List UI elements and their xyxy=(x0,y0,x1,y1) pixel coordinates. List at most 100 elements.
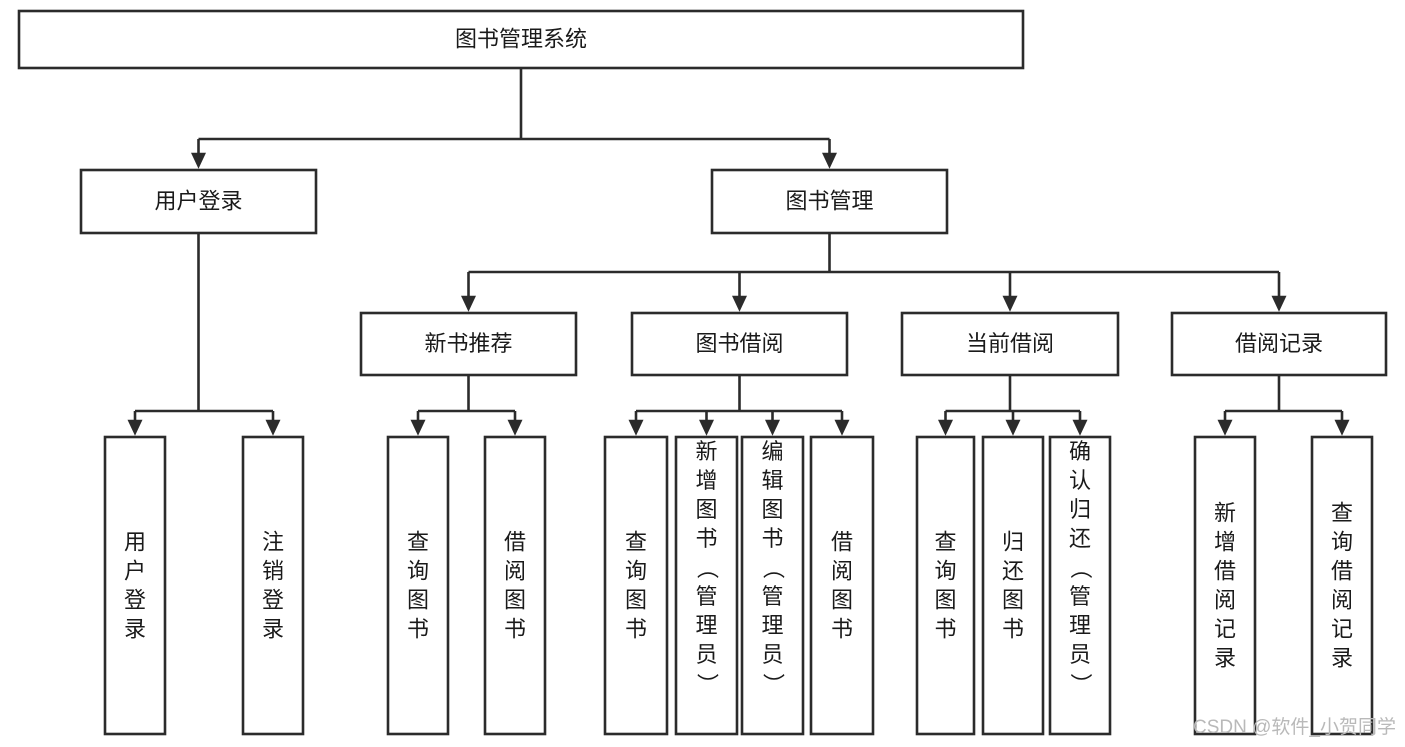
node-label-char: 销 xyxy=(262,559,284,584)
node-label-char: 阅 xyxy=(1331,588,1353,613)
node-label-char: 归 xyxy=(1002,530,1024,555)
node-label-char: 理 xyxy=(761,613,783,638)
node-label-char: 图 xyxy=(934,588,956,613)
node-label-char: 查 xyxy=(625,530,647,555)
node-label-char: 录 xyxy=(124,617,146,642)
node-label-char: 录 xyxy=(1214,646,1236,671)
node-label-char: 询 xyxy=(934,559,956,584)
node-label-char: 管 xyxy=(1069,584,1091,609)
node-label-char: 登 xyxy=(262,588,284,613)
node-label-char: ） xyxy=(695,673,720,695)
node-label-char: 书 xyxy=(695,526,717,551)
csdn-watermark: CSDN @软件_小贺同学 xyxy=(1193,716,1396,738)
node-label-char: 归 xyxy=(1069,497,1091,522)
node-label-char: 阅 xyxy=(831,559,853,584)
node-label-char: 记 xyxy=(1214,617,1236,642)
node-label-char: 录 xyxy=(1331,646,1353,671)
node-label-char: （ xyxy=(761,557,786,579)
node-label-char: 员 xyxy=(761,642,783,667)
node-label: 用户登录 xyxy=(154,188,242,213)
node-label-char: 员 xyxy=(1069,642,1091,667)
node-label-char: 户 xyxy=(124,559,146,584)
node-label-char: 借 xyxy=(831,530,853,555)
node-label-char: 还 xyxy=(1069,526,1091,551)
node-label-char: 录 xyxy=(262,617,284,642)
node-label-char: 增 xyxy=(695,468,717,493)
node-label-char: 阅 xyxy=(1214,588,1236,613)
node-label: 图书借阅 xyxy=(695,331,783,356)
node-label-char: ） xyxy=(1068,673,1093,695)
node-label-char: 登 xyxy=(124,588,146,613)
node-label-char: 书 xyxy=(407,617,429,642)
node-label-char: ） xyxy=(761,673,786,695)
node-root-root[interactable]: 图书管理系统 xyxy=(17,9,1025,70)
node-label-char: 书 xyxy=(504,617,526,642)
node-label-char: 新 xyxy=(695,439,717,464)
node-label-char: 理 xyxy=(1069,613,1091,638)
node-label-char: （ xyxy=(695,557,720,579)
node-leaf-user-login[interactable]: 用户登录 xyxy=(103,435,167,736)
node-label: 新书推荐 xyxy=(424,331,512,356)
node-boxes: 图书管理系统用户登录图书管理新书推荐图书借阅当前借阅借阅记录用户登录注销登录查询… xyxy=(17,9,1388,736)
node-label-char: （ xyxy=(1068,557,1093,579)
node-label-char: 记 xyxy=(1331,617,1353,642)
node-label-char: 注 xyxy=(262,530,284,555)
node-label-char: 图 xyxy=(831,588,853,613)
node-label-char: 确 xyxy=(1069,439,1091,464)
node-new-book-rec[interactable]: 新书推荐 xyxy=(359,311,578,377)
node-label-char: 管 xyxy=(761,584,783,609)
node-label-char: 书 xyxy=(625,617,647,642)
node-label-char: 询 xyxy=(407,559,429,584)
node-label-char: 询 xyxy=(1331,530,1353,555)
node-label-char: 图 xyxy=(695,497,717,522)
node-label-char: 图 xyxy=(625,588,647,613)
node-borrow-record[interactable]: 借阅记录 xyxy=(1170,311,1388,377)
node-label-char: 查 xyxy=(934,530,956,555)
node-label-char: 图 xyxy=(407,588,429,613)
node-user-login[interactable]: 用户登录 xyxy=(79,168,318,235)
node-label-char: 借 xyxy=(1331,559,1353,584)
node-label: 借阅记录 xyxy=(1235,331,1323,356)
node-current-borrow[interactable]: 当前借阅 xyxy=(900,311,1120,377)
node-label-char: 借 xyxy=(504,530,526,555)
node-label-char: 员 xyxy=(695,642,717,667)
node-label-char: 还 xyxy=(1002,559,1024,584)
node-label-char: 查 xyxy=(1331,501,1353,526)
node-label-char: 询 xyxy=(625,559,647,584)
node-label-char: 管 xyxy=(695,584,717,609)
node-label-char: 辑 xyxy=(761,468,783,493)
node-label-char: 理 xyxy=(695,613,717,638)
node-label-char: 书 xyxy=(761,526,783,551)
node-label-char: 书 xyxy=(934,617,956,642)
node-label: 图书管理系统 xyxy=(455,26,587,51)
node-label-char: 图 xyxy=(1002,588,1024,613)
node-label-char: 阅 xyxy=(504,559,526,584)
connector-lines xyxy=(127,68,1350,436)
node-label-char: 认 xyxy=(1069,468,1091,493)
node-label-char: 书 xyxy=(831,617,853,642)
node-label-char: 图 xyxy=(761,497,783,522)
node-label: 图书管理 xyxy=(785,188,873,213)
node-book-borrow[interactable]: 图书借阅 xyxy=(630,311,849,377)
node-label-char: 图 xyxy=(504,588,526,613)
node-label-char: 编 xyxy=(761,439,783,464)
node-label-char: 查 xyxy=(407,530,429,555)
node-label-char: 书 xyxy=(1002,617,1024,642)
node-label-char: 新 xyxy=(1214,501,1236,526)
node-label: 当前借阅 xyxy=(966,331,1054,356)
node-book-manage[interactable]: 图书管理 xyxy=(710,168,949,235)
